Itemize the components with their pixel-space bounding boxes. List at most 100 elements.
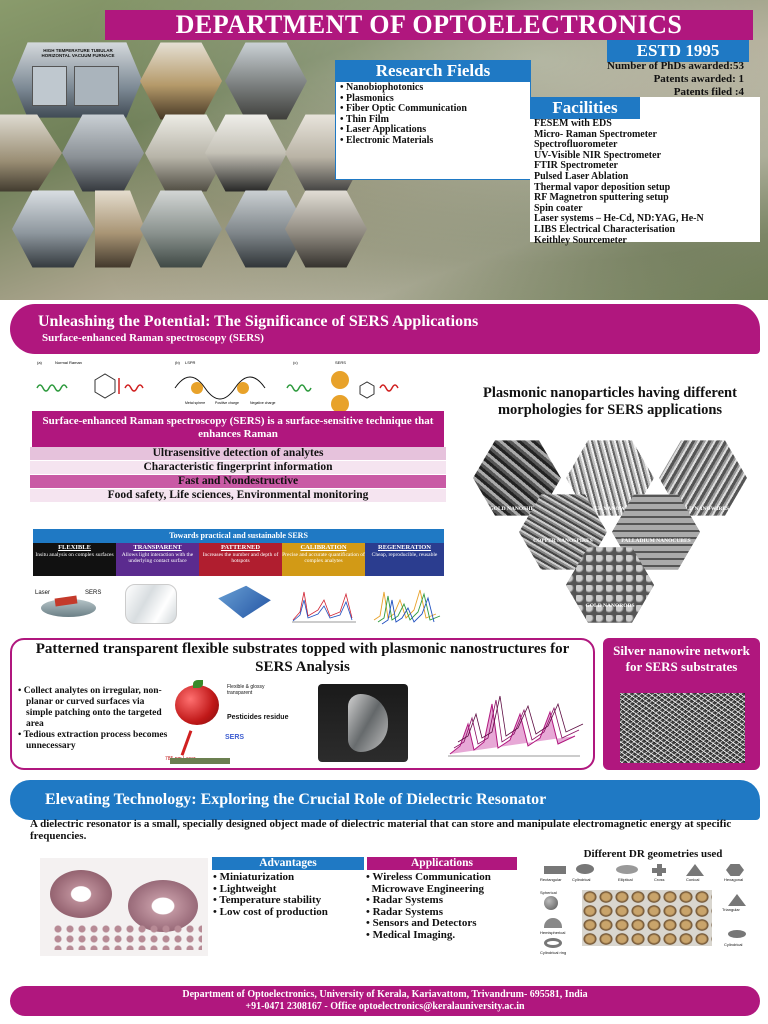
research-fields-list: Nanobiophotonics Plasmonics Fiber Optic … xyxy=(340,82,528,147)
footer-address: Department of Optoelectronics, Universit… xyxy=(182,989,588,1000)
furnace-label: HIGH TEMPERATURE TUBULAR HORIZONTAL VACU… xyxy=(41,48,115,58)
advantage-item: • Miniaturization xyxy=(213,871,295,883)
facility-item: Laser systems – He-Cd, ND:YAG, He-N xyxy=(534,213,704,225)
sine-wave-icon xyxy=(174,376,266,400)
sers-feature: Ultrasensitive detection of analytes xyxy=(30,447,446,460)
silver-nanowire-sem-image xyxy=(620,693,745,763)
schematic-label-neg: Negative charge xyxy=(250,401,276,405)
geometry-label: Spherical xyxy=(540,890,557,895)
apple-label-pesticides: Pesticides residue xyxy=(227,714,289,721)
dielectric-description: A dielectric resonator is a small, speci… xyxy=(30,818,732,842)
sers-schematic-diagram: (a) Normal Raman (b) LSPR Metal sphere P… xyxy=(36,360,399,413)
apple-sers-illustration: Flexible & glossy transparent Pesticides… xyxy=(165,680,315,768)
sers-sphere-top-icon xyxy=(331,371,349,389)
facility-item: FESEM with EDS xyxy=(534,118,612,129)
facility-item: LIBS Electrical Characterisation xyxy=(534,223,676,235)
estd-badge: ESTD 1995 xyxy=(607,40,749,62)
research-item: Fiber Optic Communication xyxy=(340,103,528,115)
sers-sphere-bottom-icon xyxy=(331,395,349,413)
hexagonal-shape-icon xyxy=(726,864,744,876)
advantages-list: • Miniaturization • Lightweight • Temper… xyxy=(213,871,368,918)
practical-cell-text: Precise and accurate quantification of c… xyxy=(282,552,365,564)
calibration-spectrum-chart xyxy=(288,582,358,624)
spherical-shape-icon xyxy=(544,896,558,910)
practical-cell-transparent: TRANSPARENT Allows light interaction wit… xyxy=(116,543,199,576)
regeneration-spectrum-chart xyxy=(373,589,441,625)
stat-patents-filed: Patents filed :4 xyxy=(673,86,744,98)
stat-phds: Number of PhDs awarded:53 xyxy=(607,60,744,72)
resonator-ring-icon xyxy=(128,880,198,932)
practical-cell-title: REGENERATION xyxy=(378,544,431,551)
nanoparticle-label: GOLD NANOSHEETS xyxy=(489,506,545,512)
nanoparticle-label: COPPER NANOSPIKES xyxy=(533,538,593,544)
schematic-label-b: (b) xyxy=(175,360,181,365)
plasmonic-title: Plasmonic nanoparticles having different… xyxy=(483,385,737,418)
facilities-heading: Facilities xyxy=(530,97,640,119)
geometry-label: Rectangular xyxy=(540,877,562,882)
gold-nanowires-image: GOLD NANOWIRES xyxy=(659,440,747,516)
geometry-label: Triangular xyxy=(722,907,740,912)
lab-photo-2 xyxy=(140,42,222,120)
facility-item: Pulsed Laser Ablation xyxy=(534,170,629,182)
facility-item: Keithley Sourcemeter xyxy=(534,234,627,246)
molecule-icon xyxy=(359,381,375,399)
wave-icon xyxy=(124,384,144,392)
platform-icon xyxy=(170,758,230,764)
geometry-label: Cross xyxy=(654,877,665,882)
footer-bar xyxy=(10,986,760,1016)
fish-laser-image: Laser SERS xyxy=(33,585,113,625)
practical-cell-calibration: CALIBRATION Precise and accurate quantif… xyxy=(282,543,365,576)
transparent-film-image xyxy=(125,584,177,624)
geometry-label: Cylindrical xyxy=(572,877,591,882)
geometry-label: Hexagonal xyxy=(724,877,744,882)
facilities-panel xyxy=(530,97,760,242)
practical-cell-flexible: FLEXIBLE Insitu analysis on complex surf… xyxy=(33,543,116,576)
molecule-icon xyxy=(94,373,116,399)
stat-patents-awarded: Patents awarded: 1 xyxy=(653,73,744,85)
practical-cell-text: Cheap, reproducible, reusable xyxy=(371,552,438,558)
apple-label-sers: SERS xyxy=(225,734,245,741)
application-item: • Sensors and Detectors xyxy=(366,917,477,929)
laser-beam-icon xyxy=(180,730,193,756)
application-item: • Radar Systems xyxy=(366,905,443,918)
nanoparticle-label: GOLD NANOWIRES xyxy=(676,506,730,512)
laser-label: Laser xyxy=(35,590,51,596)
apple-label-film: Flexible & glossy transparent xyxy=(227,684,265,696)
advantage-item: • Temperature stability xyxy=(213,894,322,906)
elliptical-shape-icon xyxy=(616,865,638,874)
sers-3d-spectra-chart xyxy=(440,684,590,764)
application-item: Microwave Engineering xyxy=(371,882,485,895)
sers-description: Surface-enhanced Raman spectroscopy (SER… xyxy=(32,411,444,447)
practical-cell-text: Allows light interaction with the underl… xyxy=(121,552,194,564)
leaf-icon xyxy=(193,680,203,688)
apple-icon xyxy=(175,685,219,725)
nanoparticle-label: SILVER NANOWIRES xyxy=(582,506,638,512)
cylindrical-ring-shape-icon xyxy=(544,938,562,948)
geometry-label: Hemispherical xyxy=(540,930,566,935)
conical-shape-icon xyxy=(686,864,704,876)
practical-cell-title: TRANSPARENT xyxy=(133,544,182,551)
advantage-item: • Lightweight xyxy=(213,882,277,895)
geometry-label: Cylindrical ring xyxy=(540,950,567,955)
metal-sphere-icon xyxy=(191,382,203,394)
cylindrical-shape-icon xyxy=(728,930,746,938)
schematic-label-normal: Normal Raman xyxy=(55,360,82,365)
rectangular-shape-icon xyxy=(544,866,566,874)
geometry-label: Cylindrical xyxy=(724,942,743,947)
research-item: Electronic Materials xyxy=(340,135,528,147)
dr-geometries-title: Different DR geometries used xyxy=(583,848,723,860)
application-item: • Radar Systems xyxy=(366,894,443,906)
sers-section-banner xyxy=(10,304,760,354)
practical-sers-heading: Towards practical and sustainable SERS xyxy=(33,529,444,543)
film-sheet-icon xyxy=(348,694,388,752)
practical-cell-title: FLEXIBLE xyxy=(58,544,91,551)
resonator-ring-icon xyxy=(50,870,112,918)
hemispherical-shape-icon xyxy=(544,918,562,928)
facility-item: FTIR Spectrometer xyxy=(534,160,618,172)
silver-nanowire-title: Silver nanowire network for SERS substra… xyxy=(613,643,750,674)
dielectric-resonators-photo xyxy=(40,858,208,956)
nanoparticle-label: GOLD NANORODS xyxy=(585,603,635,609)
schematic-label-sers: SERS xyxy=(335,360,346,365)
schematic-label-lspr: LSPR xyxy=(185,360,196,365)
sers-feature: Food safety, Life sciences, Environmenta… xyxy=(30,489,446,502)
